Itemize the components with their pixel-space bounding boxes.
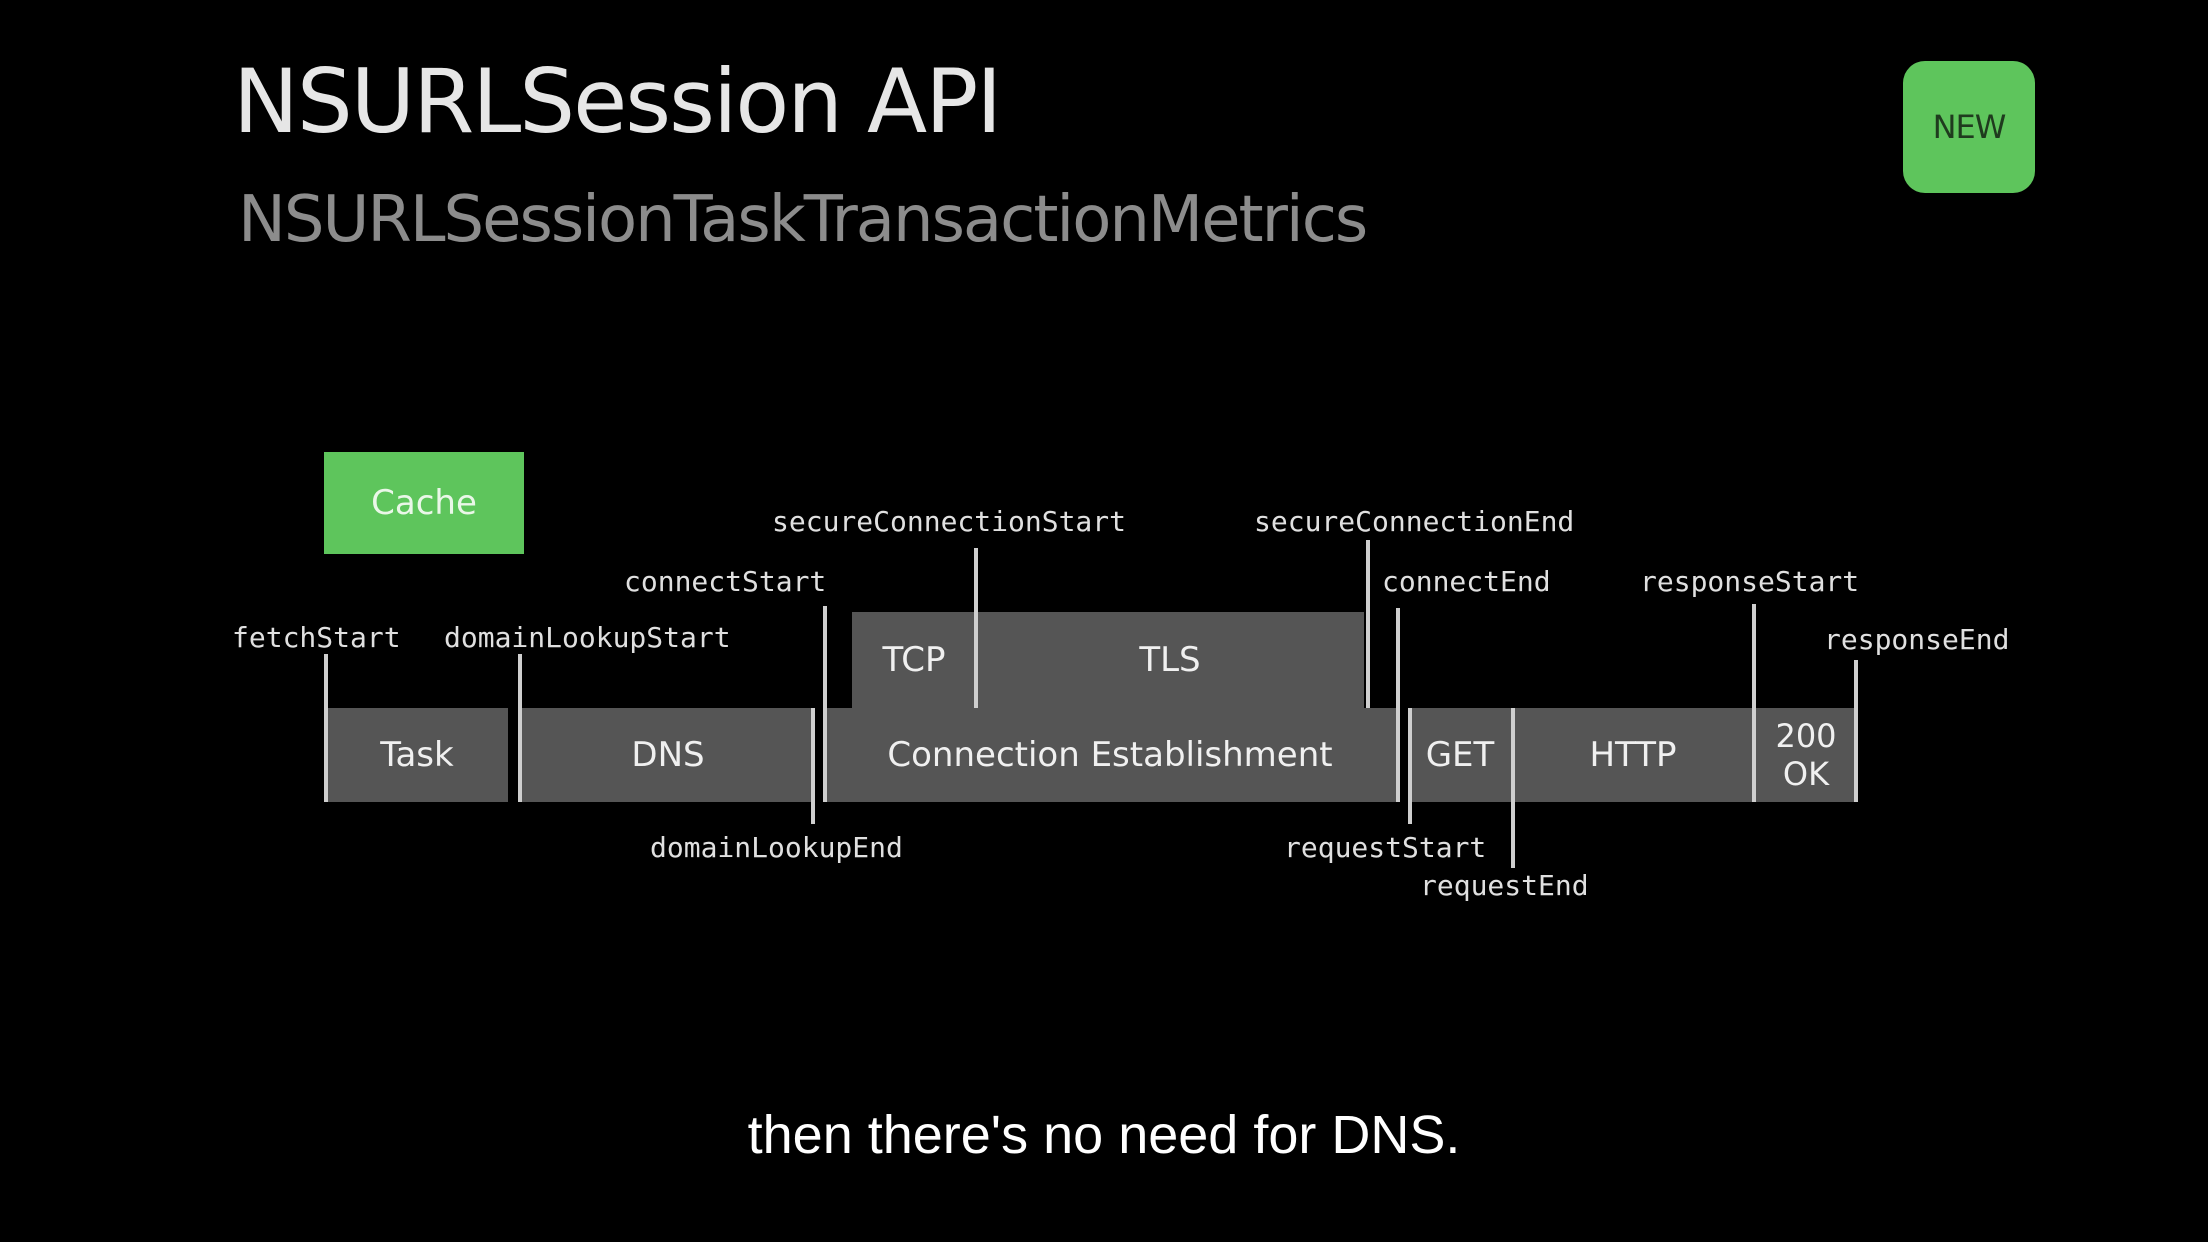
- response-end-marker: [1854, 660, 1858, 802]
- slide-title: NSURLSession API: [233, 50, 1002, 153]
- request-start-label: requestStart: [1284, 831, 1487, 864]
- secure-connection-start-label: secureConnectionStart: [772, 505, 1127, 538]
- status-text: OK: [1782, 755, 1830, 793]
- fetch-start-marker: [324, 654, 328, 802]
- slide-subtitle: NSURLSessionTaskTransactionMetrics: [238, 183, 1368, 257]
- fetch-start-label: fetchStart: [232, 621, 401, 654]
- response-end-label: responseEnd: [1824, 623, 2010, 656]
- cache-box: Cache: [324, 452, 524, 554]
- domain-lookup-start-label: domainLookupStart: [444, 621, 731, 654]
- response-start-marker: [1752, 604, 1756, 802]
- connect-end-marker: [1396, 608, 1400, 802]
- secure-connection-end-label: secureConnectionEnd: [1254, 505, 1575, 538]
- http-box: HTTP: [1514, 708, 1752, 802]
- response-start-label: responseStart: [1640, 565, 1860, 598]
- request-start-marker: [1408, 708, 1412, 824]
- request-end-label: requestEnd: [1420, 869, 1589, 902]
- secure-connection-end-marker: [1366, 540, 1370, 708]
- status-code: 200: [1775, 717, 1837, 755]
- domain-lookup-end-label: domainLookupEnd: [650, 831, 903, 864]
- get-box: GET: [1408, 708, 1512, 802]
- tcp-box: TCP: [882, 640, 946, 680]
- status-200-ok-box: 200 OK: [1756, 708, 1856, 802]
- connect-start-marker: [823, 606, 827, 802]
- connect-start-label: connectStart: [624, 565, 827, 598]
- domain-lookup-end-marker: [811, 708, 815, 824]
- new-badge: NEW: [1903, 61, 2035, 193]
- connection-establishment-box: Connection Establishment: [824, 708, 1396, 802]
- request-end-marker: [1511, 708, 1515, 868]
- secure-connection-start-marker: [974, 548, 978, 708]
- tls-box: TLS: [1139, 640, 1201, 680]
- dns-box: DNS: [522, 708, 814, 802]
- upper-phase-bar: [852, 612, 1364, 708]
- task-box: Task: [326, 708, 508, 802]
- video-caption: then there's no need for DNS.: [747, 1105, 1461, 1165]
- domain-lookup-start-marker: [518, 654, 522, 802]
- connect-end-label: connectEnd: [1382, 565, 1551, 598]
